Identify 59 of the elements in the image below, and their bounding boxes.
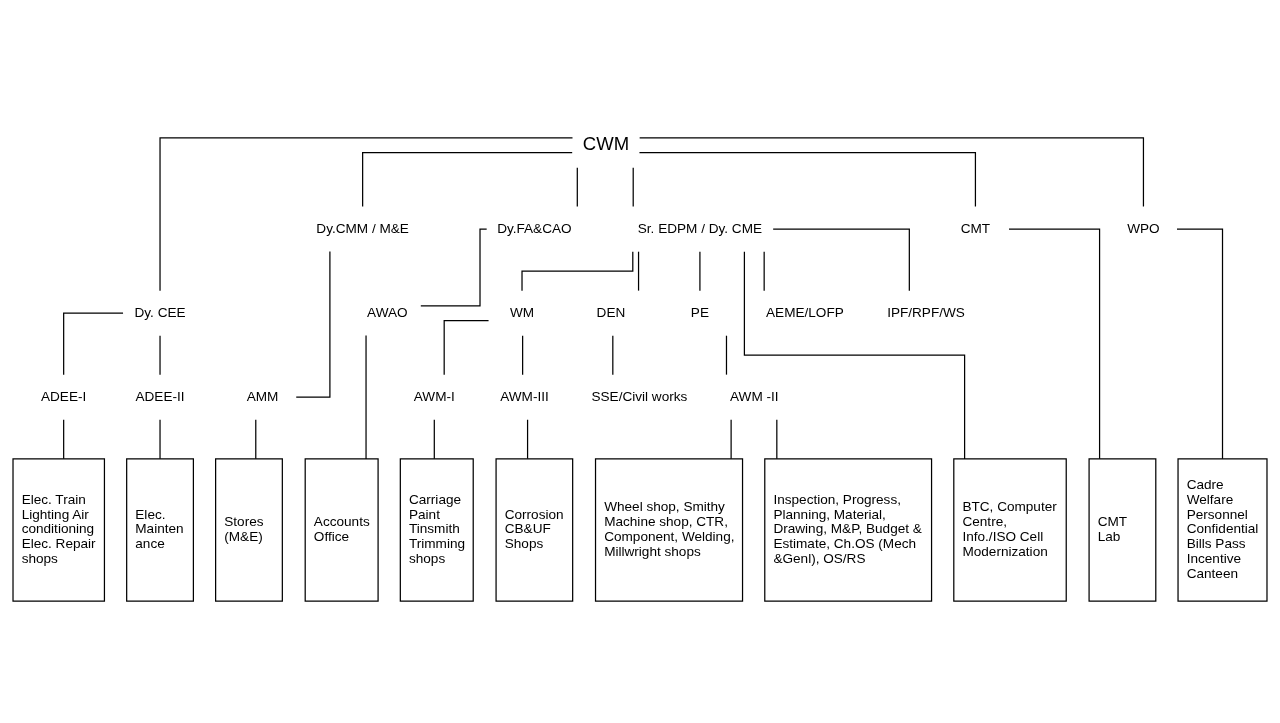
node-text: CWM xyxy=(582,132,630,153)
connector xyxy=(365,334,367,460)
node-text: AMM xyxy=(246,388,279,404)
node-box: Accounts Office xyxy=(304,457,379,602)
node-box: Corrosion CB&UF Shops xyxy=(495,457,574,602)
node-text: Dy.CMM / M&E xyxy=(316,220,409,236)
node-text: Dy. CEE xyxy=(134,304,186,320)
node-text: AEME/LOFP xyxy=(766,304,844,320)
node-box: Cadre Welfare Personnel Confidential Bills Pass Incentive Canteen xyxy=(1177,457,1268,602)
connector xyxy=(433,418,435,459)
node-box: CMT Lab xyxy=(1088,457,1157,602)
connector xyxy=(743,250,966,460)
connector xyxy=(725,334,728,375)
node-text: Dy.FA&CAO xyxy=(497,220,572,236)
connector xyxy=(443,319,490,375)
node-text: ADEE-I xyxy=(41,388,87,404)
node-box: Stores (M&E) xyxy=(215,457,283,602)
node-text: Sr. EDPM / Dy. CME xyxy=(637,220,763,236)
connector xyxy=(522,334,524,375)
connector xyxy=(730,418,732,459)
connector xyxy=(63,418,65,459)
connector xyxy=(699,250,701,291)
connector xyxy=(526,418,529,459)
node-text: AWM-III xyxy=(500,388,549,404)
connector xyxy=(1008,228,1101,459)
node-box: Inspection, Progress, Planning, Material, Drawing, M&P, Budget & Estimate, Ch.OS (Mech &Genl), OS/RS xyxy=(764,457,933,602)
connector xyxy=(763,250,765,291)
connector xyxy=(576,166,578,207)
node-box: Elec. Train Lighting Air conditioning Elec. Repair shops xyxy=(12,457,106,602)
node-text: AWAO xyxy=(367,304,408,320)
node-text: IPF/RPF/WS xyxy=(887,304,965,320)
node-box: BTC, Computer Centre, Info./ISO Cell Modernization xyxy=(953,457,1067,602)
node-text: AWM-I xyxy=(413,388,455,404)
connector xyxy=(362,151,573,207)
connector xyxy=(295,250,331,398)
connector xyxy=(638,151,977,207)
connector xyxy=(632,166,634,207)
connector xyxy=(63,312,124,375)
node-text: WPO xyxy=(1127,220,1160,236)
connector xyxy=(159,136,574,291)
connector xyxy=(776,418,778,459)
connector xyxy=(772,228,910,291)
connector xyxy=(637,250,640,291)
connector xyxy=(521,250,634,291)
node-text: ADEE-II xyxy=(135,388,185,404)
node-text: DEN xyxy=(596,304,626,320)
node-text: AWM -II xyxy=(730,388,779,404)
connector xyxy=(639,136,1145,207)
connector xyxy=(612,334,614,375)
node-text: SSE/Civil works xyxy=(591,388,688,404)
connector xyxy=(1176,228,1224,459)
node-text: PE xyxy=(690,304,709,320)
node-box: Elec. Mainten ance xyxy=(126,457,194,602)
node-box: Wheel shop, Smithy Machine shop, CTR, Component, Welding, Millwright shops xyxy=(594,457,744,602)
node-box: Carriage Paint Tinsmith Trimming shops xyxy=(399,457,474,602)
connector xyxy=(255,418,257,459)
node-text: CMT xyxy=(960,220,991,236)
connector xyxy=(159,418,161,459)
node-text: WM xyxy=(509,304,535,320)
